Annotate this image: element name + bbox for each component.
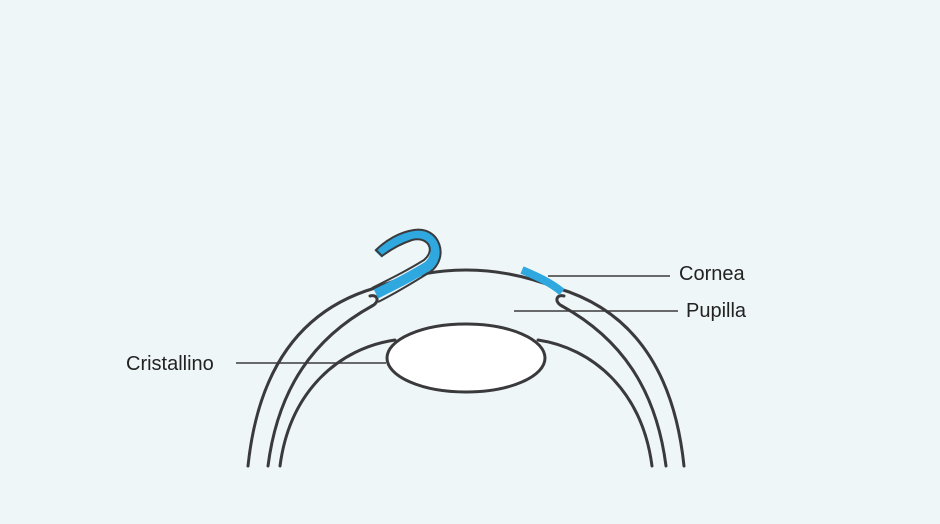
right-inner-wall bbox=[560, 304, 668, 468]
pupilla-label: Pupilla bbox=[686, 300, 747, 322]
left-iris-tip bbox=[368, 294, 379, 308]
lens-shape bbox=[385, 322, 547, 394]
cristallino-label: Cristallino bbox=[126, 353, 214, 375]
outer-eye-wall bbox=[246, 268, 686, 468]
cornea-flap-outline bbox=[371, 228, 442, 303]
left-inner-wall bbox=[266, 304, 374, 468]
right-iris-tip bbox=[555, 294, 566, 308]
capsule-arc bbox=[278, 338, 654, 468]
cornea-label: Cornea bbox=[679, 263, 745, 285]
cornea-right-highlight bbox=[520, 266, 565, 296]
cornea-flap-highlight bbox=[373, 230, 441, 299]
